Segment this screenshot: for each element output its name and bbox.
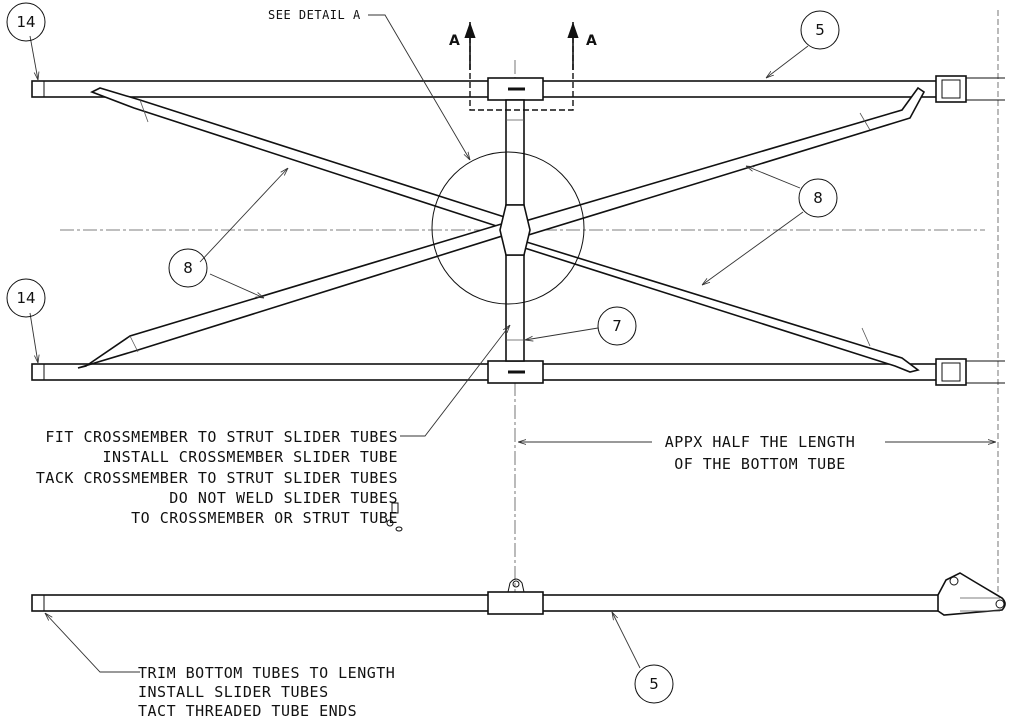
balloon-5-bottom: 5	[634, 664, 674, 704]
svg-text:8: 8	[183, 259, 193, 277]
svg-text:TO CROSSMEMBER OR STRUT TUBE: TO CROSSMEMBER OR STRUT TUBE	[131, 509, 398, 527]
svg-text:FIT CROSSMEMBER TO STRUT SLIDE: FIT CROSSMEMBER TO STRUT SLIDER TUBES	[45, 428, 398, 446]
section-label-left: A	[449, 33, 460, 49]
balloon-5-top: 5	[800, 10, 840, 50]
svg-text:8: 8	[813, 189, 823, 207]
bottom-strut-tube	[31, 358, 1005, 386]
balloon-8-right: 8	[798, 178, 838, 218]
svg-text:TACK CROSSMEMBER TO STRUT SLID: TACK CROSSMEMBER TO STRUT SLIDER TUBES	[36, 469, 398, 487]
svg-text:14: 14	[16, 289, 35, 307]
detail-a-circle	[431, 151, 585, 305]
svg-text:OF THE BOTTOM TUBE: OF THE BOTTOM TUBE	[674, 455, 846, 473]
svg-text:INSTALL SLIDER TUBES: INSTALL SLIDER TUBES	[138, 683, 329, 701]
hardware-icon	[386, 502, 403, 532]
trim-notes: TRIM BOTTOM TUBES TO LENGTH INSTALL SLID…	[138, 664, 395, 719]
svg-text:INSTALL CROSSMEMBER SLIDER TUB: INSTALL CROSSMEMBER SLIDER TUBE	[103, 448, 398, 466]
svg-text:DO NOT WELD SLIDER TUBES: DO NOT WELD SLIDER TUBES	[169, 489, 398, 507]
svg-text:7: 7	[612, 317, 622, 335]
balloon-14-top: 14	[6, 2, 46, 42]
leader-lines	[29, 14, 996, 673]
balloon-7: 7	[597, 306, 637, 346]
side-view-bottom-tube	[31, 572, 1006, 616]
top-strut-tube	[31, 75, 1005, 103]
length-dimension-note: APPX HALF THE LENGTH OF THE BOTTOM TUBE	[665, 433, 856, 473]
section-label-right: A	[586, 33, 597, 49]
section-a-a-cut	[464, 22, 579, 111]
see-detail-note: SEE DETAIL A	[268, 8, 361, 22]
svg-text:APPX HALF THE LENGTH: APPX HALF THE LENGTH	[665, 433, 856, 451]
svg-text:5: 5	[815, 21, 825, 39]
diagonal-braces	[77, 86, 926, 373]
balloon-14-middle: 14	[6, 278, 46, 318]
svg-text:5: 5	[649, 675, 659, 693]
assembly-notes: FIT CROSSMEMBER TO STRUT SLIDER TUBES IN…	[36, 428, 398, 527]
svg-text:14: 14	[16, 13, 35, 31]
svg-text:TACT THREADED TUBE ENDS: TACT THREADED TUBE ENDS	[138, 702, 357, 719]
svg-text:TRIM BOTTOM TUBES TO LENGTH: TRIM BOTTOM TUBES TO LENGTH	[138, 664, 395, 682]
balloon-8-left: 8	[168, 248, 208, 288]
